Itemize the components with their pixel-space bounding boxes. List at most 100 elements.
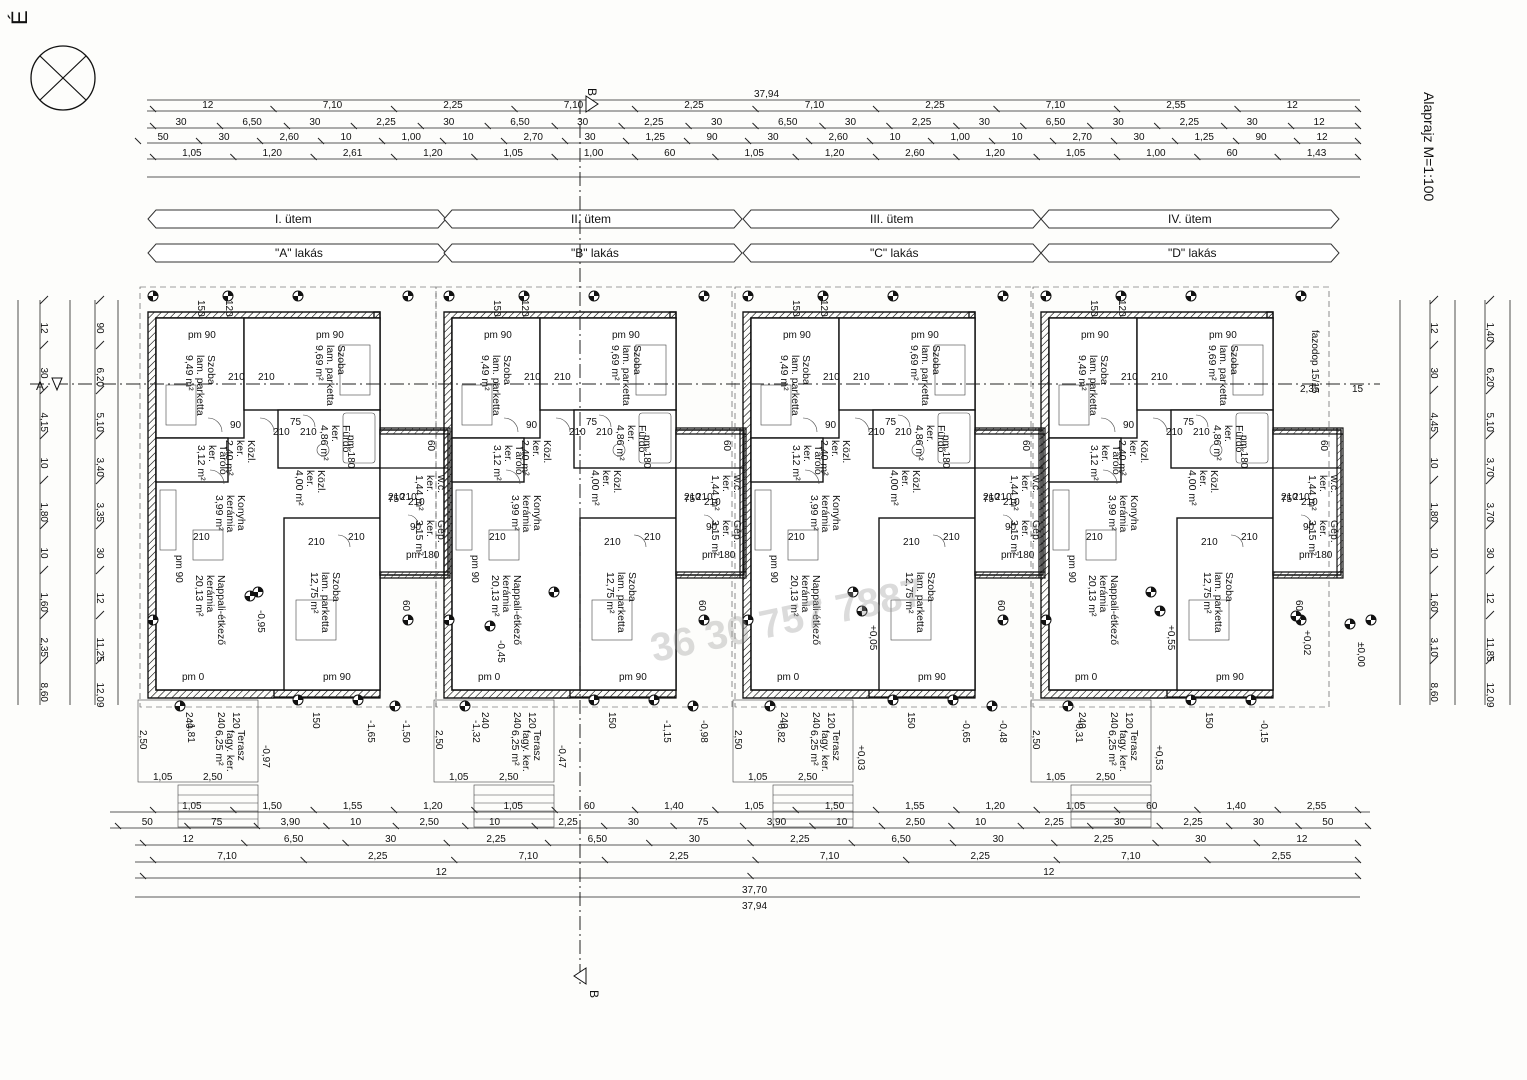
door-width-label: 60 [1020,440,1031,452]
bot-opening-120: 120 [230,712,241,729]
room-kozl2-floor: ker. [899,470,911,487]
column-marker-icon [548,586,560,598]
room-tarolo-area: 3,12 m² [491,445,503,481]
left-dim-a-3: 10 [38,458,49,470]
level-extra-7: -0,48 [997,720,1008,743]
bot-dim-r3-10: 30 [1195,834,1207,845]
door-swing-icon [1102,469,1118,485]
door-height-label: 210 [684,492,701,503]
top-dim-r3-0: 50 [158,132,170,143]
terrace-steps [1070,784,1152,828]
room-furdo-name: Fürdő [1233,425,1245,453]
door-swing-icon [633,534,647,548]
roof-outline [734,286,1032,708]
left-dim-b-1: 6,20 [94,368,105,388]
room-szoba1-area: 9,49 m² [479,355,491,391]
top-dim-r3-13: 1,00 [951,132,971,143]
dim-tick [1485,385,1495,395]
dim-tick [1354,122,1362,130]
outer-wall [1040,311,1274,699]
level-extra-11: -0,31 [1073,720,1084,743]
column-marker-icon [1185,290,1197,302]
room-konyha-name: Konyha [830,495,842,531]
top-dim-r2-17: 12 [1314,117,1326,128]
column-marker-icon [588,694,600,706]
door-height-label: 210 [1293,492,1310,503]
room-furdo-floor: ker. [924,425,936,442]
dim-tick [1354,872,1362,880]
left-dim-b-3: 3,40 [94,458,105,478]
room-szoba1-area: 9,49 m² [183,355,195,391]
door-height-label: 210 [644,532,661,543]
door-width-label: 90 [825,420,837,431]
dim-tick [952,153,960,161]
left-dim-a-4: 1,80 [38,503,49,523]
dim-tick [685,122,692,130]
dim-total-bottom-outer: 37,94 [742,901,767,912]
bathtub-icon [1235,412,1269,464]
dim-tick [1293,137,1301,145]
door-swing-icon [207,417,223,433]
bed-icon [934,344,966,396]
door-height-label: 210 [1086,532,1103,543]
level-marker-icon [764,700,776,712]
dim-tick [95,295,105,305]
top-dim-r1-1: 7,10 [323,100,343,111]
room-nappali-area: 20,13 m² [1086,575,1098,617]
room-tarolo-name: Tároló [1110,445,1122,475]
door-height-label: 210 [1301,497,1318,508]
roof-outline [1032,286,1330,708]
room-kozl1-name: Közl. [840,440,852,463]
bedroom1-outline [750,317,840,439]
storage-outline [750,437,824,483]
room-tarolo-area: 3,12 m² [790,445,802,481]
top-dim-r3-9: 90 [707,132,719,143]
axis-label-a: A [36,379,44,393]
pm-label: pm 90 [188,330,216,341]
room-konyha-floor: kerámia [819,495,831,533]
top-dim-r4-4: 1,05 [504,148,524,159]
top-opening-150: 150 [195,300,206,317]
room-kozl2-name: Közl. [315,470,327,493]
room-furdo-floor: ker. [625,425,637,442]
door-swing-icon [598,414,612,428]
top-opening-120: 120 [1116,300,1127,317]
room-szoba1-name: Szoba [205,355,217,385]
room-kozl2-name: Közl. [611,470,623,493]
dim-tick [1220,122,1228,130]
room-nappali-name: Nappali-étkező [1108,575,1120,645]
dim-15: 15 [1352,384,1364,395]
room-szoba3-floor: lam. parketta [1212,572,1224,633]
door-swing-icon [1230,534,1244,548]
bot-dim-r1-11: 1,05 [1066,801,1086,812]
dim-tick [484,122,492,130]
bot-dim-r4-4: 7,10 [820,851,840,862]
bot-dim-r2-0: 50 [142,817,154,828]
bathroom-outline [277,409,381,469]
room-kozl2-area: 4,00 m² [1186,470,1198,506]
level-terrace: +0,53 [1153,745,1164,771]
bot-dim-r2-1: 75 [211,817,223,828]
dim-tick [95,340,105,350]
top-dim-r3-17: 1,25 [1195,132,1215,143]
dim-tick [886,122,893,130]
top-dim-r3-3: 10 [341,132,353,143]
dim-tick [1429,340,1439,350]
pm-label: pm 90 [484,330,512,341]
door-height-label: 210 [569,427,586,438]
room-szoba2-floor: lam. parketta [620,345,632,406]
room-kozl2-area: 4,00 m² [589,470,601,506]
room-szoba3-area: 12,75 m² [308,572,320,614]
door-height-label: 210 [524,372,541,383]
left-dim-a-2: 4,15 [38,413,49,433]
dim-tick [256,137,264,145]
level-extra-3: +0,55 [1165,625,1176,651]
column-marker-icon [887,694,899,706]
left-dim-b-6: 12 [94,593,105,605]
dim-tick [95,610,105,620]
bot-dim-r4-3: 2,25 [669,851,689,862]
dim-tick [1204,856,1211,864]
room-szoba3-area: 12,75 m² [1201,572,1213,614]
dim-tick [1485,610,1495,620]
